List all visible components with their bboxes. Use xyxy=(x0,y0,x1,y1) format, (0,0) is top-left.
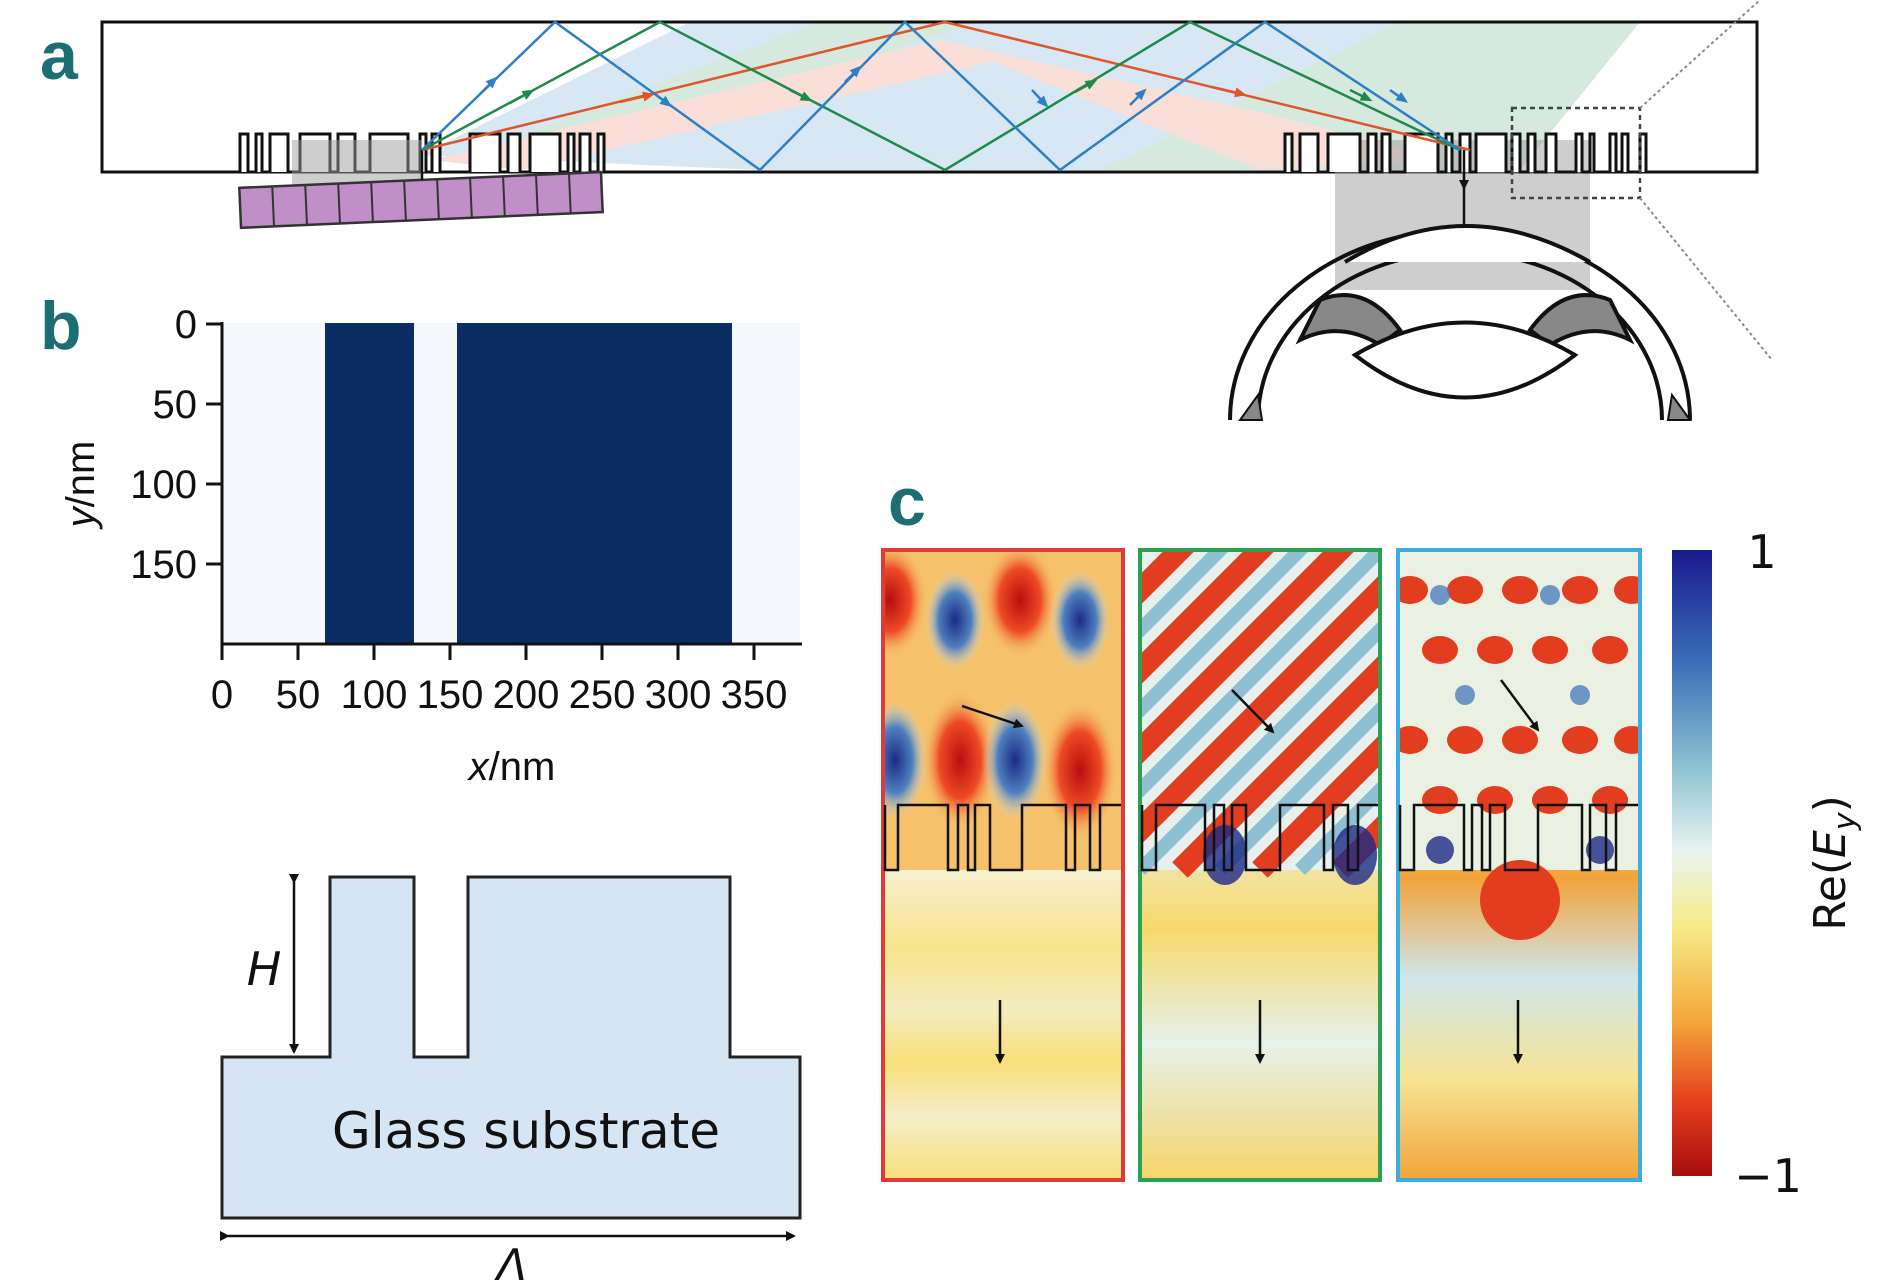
y-tick-label: 150 xyxy=(130,543,197,587)
x-tick-label: 350 xyxy=(721,673,788,717)
panel-label-b: b xyxy=(40,288,82,364)
out-coupler-grating xyxy=(1283,132,1648,174)
microdisplay xyxy=(237,170,605,230)
y-tick-label: 50 xyxy=(153,383,198,427)
eye-icon xyxy=(1228,224,1692,421)
zoom-line-bottom xyxy=(1639,197,1773,361)
field-map-red xyxy=(883,550,1123,1180)
panel-b-profile-plot: 0 50 100 150 0 50 100 150 200 250 300 35… xyxy=(59,303,802,789)
x-tick-label: 50 xyxy=(276,673,321,717)
x-tick-label: 300 xyxy=(645,673,712,717)
grating-ridge-2 xyxy=(457,323,732,643)
frame-green xyxy=(1138,548,1382,1182)
field-map-blue xyxy=(1398,550,1640,1180)
colorbar-label: Re(Ey) xyxy=(1805,795,1863,931)
waveguide-slab xyxy=(100,20,1759,174)
frame-blue xyxy=(1396,548,1642,1182)
height-label: H xyxy=(247,942,282,996)
x-tick-label: 100 xyxy=(341,673,408,717)
ray-blue xyxy=(421,20,1461,172)
colorbar xyxy=(1672,550,1712,1176)
panel-label-a: a xyxy=(40,18,78,94)
panel-label-c: c xyxy=(888,464,926,540)
x-ticks xyxy=(220,644,756,660)
ray-red xyxy=(421,20,1471,152)
x-tick-label: 0 xyxy=(211,673,233,717)
x-axis-label: x/nm xyxy=(467,745,556,789)
frame-red xyxy=(881,548,1125,1182)
field-grating-outlines xyxy=(883,803,1638,872)
x-tick-label: 200 xyxy=(493,673,560,717)
field-direction-arrows xyxy=(961,679,1540,1064)
grating-profile xyxy=(220,875,802,1220)
zoom-box xyxy=(1510,106,1642,200)
grating-ridge-1 xyxy=(325,323,414,643)
y-ticks xyxy=(206,322,222,566)
y-tick-label: 0 xyxy=(175,303,197,347)
y-axis-label: y/nm xyxy=(59,441,103,531)
period-label: Λ xyxy=(494,1240,527,1288)
field-map-green xyxy=(1140,550,1380,1180)
x-tick-label: 150 xyxy=(417,673,484,717)
colorbar-max-label: 1 xyxy=(1747,525,1776,579)
ray-green xyxy=(421,20,1461,172)
x-tick-label: 250 xyxy=(569,673,636,717)
panel-b-cross-section: Glass substrate H Λ xyxy=(220,874,802,1288)
zoom-line-top xyxy=(1639,0,1761,109)
y-tick-label: 100 xyxy=(130,463,197,507)
panel-a-waveguide-diagram xyxy=(100,0,1773,421)
substrate-label: Glass substrate xyxy=(332,1102,720,1160)
colorbar-min-label: −1 xyxy=(1734,1149,1802,1203)
